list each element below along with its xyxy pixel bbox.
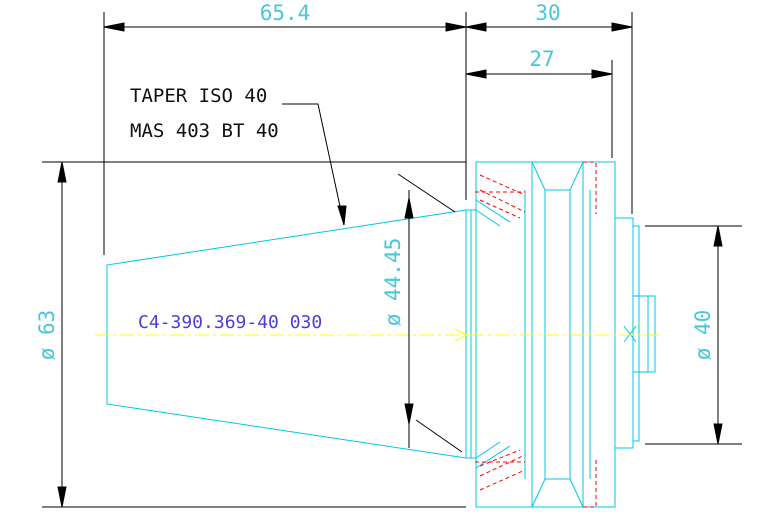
- v-groove-bottom: [531, 478, 584, 508]
- dim-30-label: 30: [535, 1, 560, 25]
- dim-40-label: ø 40: [691, 310, 715, 361]
- v-groove-top: [531, 161, 584, 191]
- dim-63-label: ø 63: [35, 310, 59, 361]
- hidden-bottom-3: [479, 449, 521, 467]
- hidden-lines: [475, 161, 597, 508]
- note-line-1: TAPER ISO 40: [130, 85, 267, 107]
- chamfer-bottom-1: [475, 445, 511, 469]
- dim-27-label: 27: [529, 47, 554, 71]
- chamfer-bottom-2: [475, 441, 501, 459]
- chamfer-top-1: [475, 199, 511, 223]
- dim-44-45-label: ø 44.45: [381, 238, 405, 327]
- note-leader-arrow: [337, 205, 347, 226]
- hidden-top-1: [479, 174, 526, 196]
- dim-65-4-label: 65.4: [260, 1, 311, 25]
- hidden-bottom-2: [479, 454, 526, 477]
- dimension-lines: [42, 12, 742, 508]
- retention-stub: [632, 295, 656, 373]
- chamfer-top-2: [475, 209, 501, 227]
- center-arrow: [454, 328, 468, 342]
- hidden-right-bottom: [583, 458, 597, 508]
- note-leader: [282, 103, 345, 226]
- dim-44-45-leader-top: [397, 173, 456, 213]
- shank-cross-2: [623, 325, 637, 343]
- shank-body: [632, 225, 640, 442]
- hidden-top-3: [479, 199, 521, 219]
- taper-outline: [106, 209, 467, 459]
- note-line-2: MAS 403 BT 40: [130, 120, 279, 142]
- dim-44-45-leader-bottom: [415, 419, 463, 453]
- hidden-bottom-1: [479, 469, 526, 491]
- hidden-top-2: [479, 189, 526, 213]
- part-number: C4-390.369-40 030: [138, 312, 322, 333]
